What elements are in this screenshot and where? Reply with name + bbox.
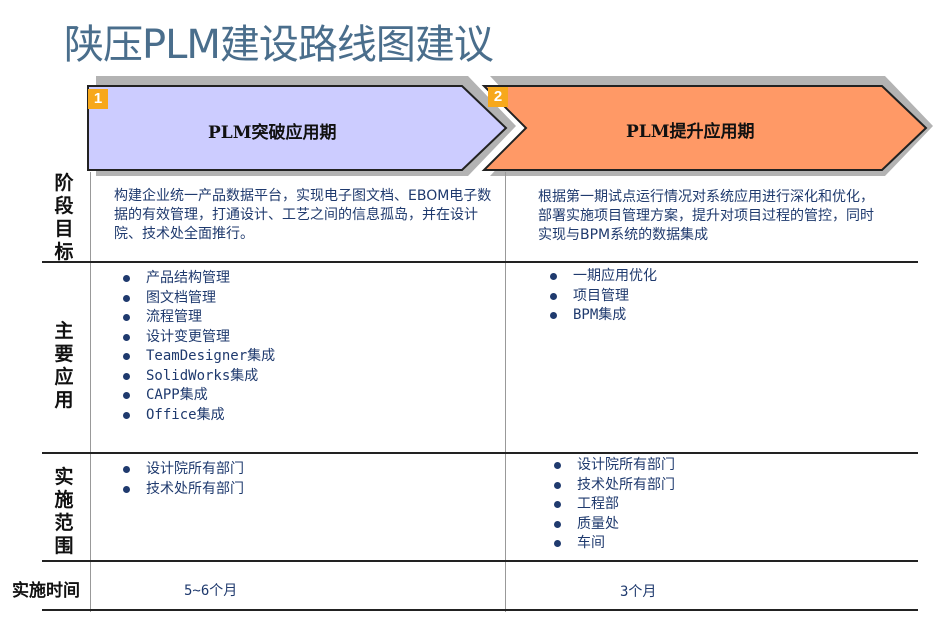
phase-2-applications: 一期应用优化 项目管理 BPM集成 (547, 267, 657, 326)
phase-arrows (87, 76, 933, 176)
list-item: 质量处 (551, 515, 675, 535)
list-item: 工程部 (551, 495, 675, 515)
list-item: 一期应用优化 (547, 267, 657, 287)
phase-2-scope: 设计院所有部门 技术处所有部门 工程部 质量处 车间 (551, 456, 675, 554)
list-item: BPM集成 (547, 306, 657, 326)
column-divider-left (90, 172, 91, 612)
row-label-scope: 实施范围 (54, 466, 74, 557)
phase-2-duration: 3个月 (620, 584, 657, 600)
phase-1-duration: 5~6个月 (184, 583, 238, 599)
phase-1-badge: 1 (88, 89, 108, 109)
list-item: 技术处所有部门 (120, 480, 244, 500)
row-divider-3 (42, 560, 918, 562)
row-divider-2 (42, 452, 918, 454)
row-label-goal: 阶段目标 (54, 172, 74, 263)
row-divider-1 (42, 261, 918, 263)
list-item: 车间 (551, 534, 675, 554)
phase-2-badge: 2 (488, 87, 508, 107)
phase-1-arrow (87, 85, 508, 171)
phase-1-title: PLM突破应用期 (208, 123, 337, 143)
list-item: 项目管理 (547, 287, 657, 307)
list-item: 设计变更管理 (120, 328, 275, 348)
page-title: 陕压PLM建设路线图建议 (64, 22, 494, 68)
row-divider-4 (42, 609, 918, 611)
list-item: 流程管理 (120, 308, 275, 328)
phase-1-scope: 设计院所有部门 技术处所有部门 (120, 460, 244, 499)
row-label-duration: 实施时间 (12, 581, 80, 601)
phase-1-goal: 构建企业统一产品数据平台，实现电子图文档、EBOM电子数据的有效管理，打通设计、… (114, 188, 492, 242)
list-item: 设计院所有部门 (120, 460, 244, 480)
phase-1-applications: 产品结构管理 图文档管理 流程管理 设计变更管理 TeamDesigner集成 … (120, 269, 275, 425)
list-item: 技术处所有部门 (551, 476, 675, 496)
phase-2-goal: 根据第一期试点运行情况对系统应用进行深化和优化，部署实施项目管理方案，提升对项目… (538, 189, 874, 243)
phase-2-arrow (481, 85, 928, 171)
list-item: 产品结构管理 (120, 269, 275, 289)
list-item: 设计院所有部门 (551, 456, 675, 476)
list-item: SolidWorks集成 (120, 367, 275, 387)
list-item: Office集成 (120, 406, 275, 426)
row-label-applications: 主要应用 (54, 320, 74, 411)
list-item: TeamDesigner集成 (120, 347, 275, 367)
phase-2-title: PLM提升应用期 (626, 122, 755, 142)
column-divider-middle (505, 172, 506, 612)
list-item: CAPP集成 (120, 386, 275, 406)
list-item: 图文档管理 (120, 289, 275, 309)
